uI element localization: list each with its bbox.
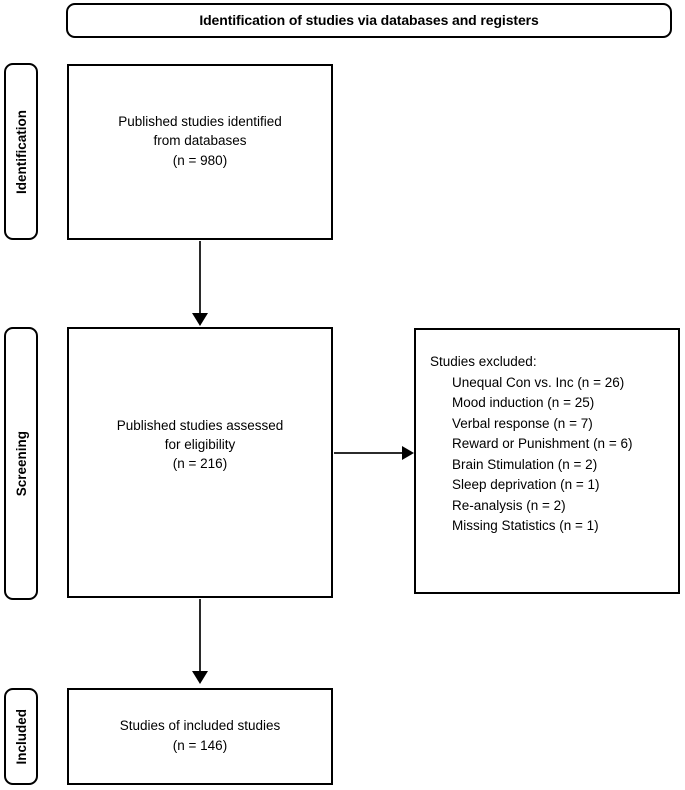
studies-excluded-list-item: Verbal response (n = 7) [452,415,593,431]
stage-label-screening: Screening [4,327,38,600]
studies-excluded-list-item: Mood induction (n = 25) [452,395,595,411]
studies-excluded-list: Unequal Con vs. Inc (n = 26) Mood inducti… [430,373,672,537]
studies-excluded-list-item: Unequal Con vs. Inc (n = 26) [452,374,625,390]
box-records-assessed: Published studies assessed for eligibili… [67,327,333,598]
diagram-header-title: Identification of studies via databases … [199,11,539,28]
connector-identified-to-assessed-line [199,241,201,317]
box-records-identified-text: Published studies identified from databa… [118,114,282,168]
box-studies-included-text: Studies of included studies (n = 146) [119,718,281,753]
stage-label-included-text: Included [13,708,29,765]
arrow-right-icon-assessed-to-excluded [402,446,414,460]
studies-excluded-list-item: Brain Stimulation (n = 2) [452,456,598,472]
box-studies-excluded: Studies excluded: Unequal Con vs. Inc (n… [414,328,680,594]
stage-label-identification-text: Identification [13,109,29,194]
arrow-down-icon-identified-to-assessed [192,313,208,326]
stage-label-included: Included [4,688,38,785]
box-studies-included: Studies of included studies (n = 146) [67,688,333,785]
arrow-down-icon-assessed-to-included [192,671,208,684]
stage-label-screening-text: Screening [13,430,29,497]
box-records-assessed-text: Published studies assessed for eligibili… [116,417,284,472]
studies-excluded-list-item: Reward or Punishment (n = 6) [452,436,633,452]
studies-excluded-list-item: Missing Statistics (n = 1) [452,518,599,534]
studies-excluded-list-item: Re-analysis (n = 2) [452,497,566,513]
connector-assessed-to-included-line [199,599,201,675]
box-studies-excluded-title: Studies excluded: [430,354,537,369]
connector-assessed-to-excluded-line [334,452,404,454]
studies-excluded-list-item: Sleep deprivation (n = 1) [452,477,600,493]
box-records-identified: Published studies identified from databa… [67,64,333,240]
stage-label-identification: Identification [4,63,38,240]
diagram-header: Identification of studies via databases … [66,3,672,38]
